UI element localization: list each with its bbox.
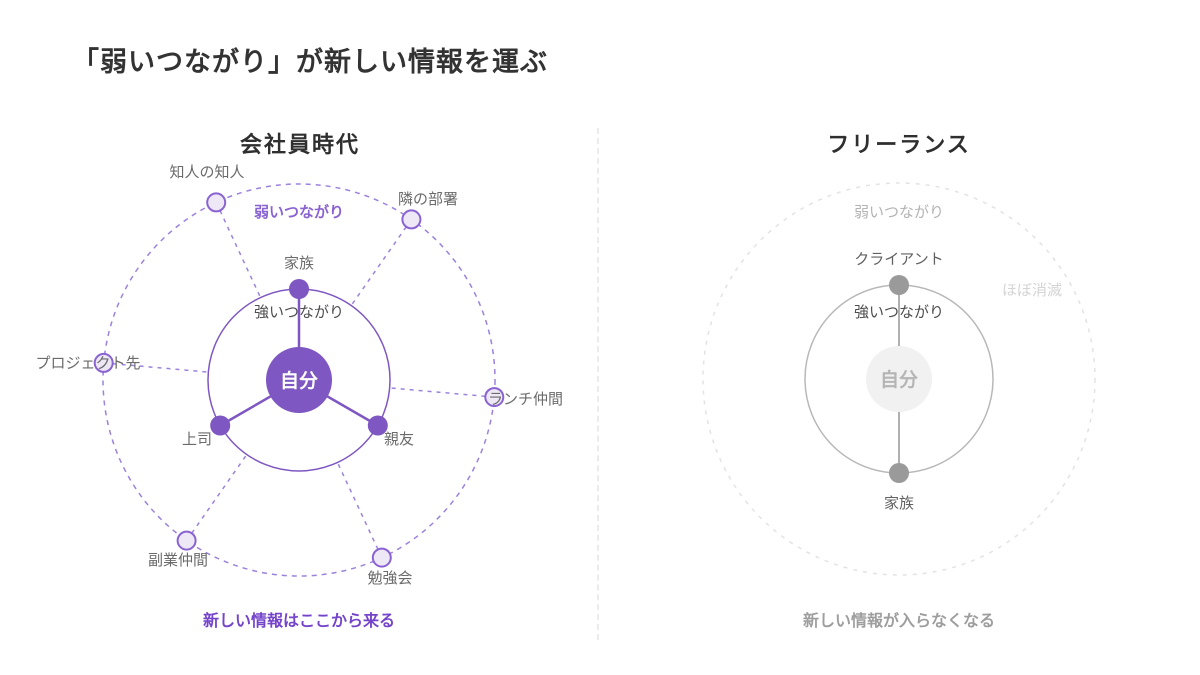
self-label: 自分 (880, 368, 918, 391)
weak-node-study-group (371, 547, 392, 568)
node-labels: 知人の知人 隣の部署 プロジェクト先 ランチ仲間 副業仲間 勉強会 家族 上司 … (35, 164, 563, 587)
employee-era-diagram: 会社員時代 自分 (35, 132, 563, 630)
panel-divider (597, 128, 599, 640)
strong-node-family (889, 463, 909, 483)
weak-node-acquaintance (206, 192, 227, 213)
label-best-friend: 親友 (384, 431, 414, 448)
self-label: 自分 (280, 369, 318, 392)
slide-title: 「弱いつながり」が新しい情報を運ぶ (72, 47, 548, 77)
label-acquaintance: 知人の知人 (169, 164, 244, 181)
self-node (866, 346, 932, 412)
label-family: 家族 (284, 255, 314, 272)
label-client: クライアント (854, 251, 943, 268)
label-next-department: 隣の部署 (398, 191, 458, 208)
right-caption: 新しい情報が入らなくなる (803, 611, 995, 630)
connector-study-group (336, 462, 383, 558)
left-panel-header: 会社員時代 (240, 132, 360, 157)
label-side-job: 副業仲間 (148, 552, 208, 569)
weak-node-project-client (93, 352, 114, 373)
weak-ring-label-right: 弱いつながり (854, 204, 944, 221)
label-family: 家族 (884, 495, 914, 512)
strong-ring-label-right: 強いつながり (854, 304, 944, 321)
connector-side-job (185, 454, 248, 542)
weak-nodes (93, 192, 505, 568)
strong-node-best-friend (367, 415, 388, 436)
right-panel-header: フリーランス (827, 132, 971, 157)
connector-next-department (350, 218, 413, 306)
strong-node-boss (210, 415, 231, 436)
label-project-client: プロジェクト先 (35, 355, 140, 372)
connector-lunch-mates (389, 387, 495, 398)
freelance-diagram: フリーランス 自分 クライアント 家族 弱いつながり 強いつながり ほぼ消滅 新… (702, 132, 1096, 630)
strong-nodes (889, 275, 909, 483)
left-caption: 新しい情報はここから来る (203, 611, 395, 630)
label-study-group: 勉強会 (367, 570, 412, 587)
weak-node-lunch-mates (484, 387, 505, 408)
label-lunch-mates: ランチ仲間 (488, 391, 563, 408)
weak-ring-label-left: 弱いつながり (254, 203, 344, 221)
strong-ring-label-left: 強いつながり (254, 304, 344, 321)
self-node (266, 347, 332, 413)
strong-nodes (210, 279, 388, 436)
node-labels: クライアント 家族 (854, 251, 943, 512)
label-boss: 上司 (182, 431, 212, 448)
status-label-vanished: ほぼ消滅 (1002, 282, 1062, 299)
weak-node-side-job (176, 530, 197, 551)
weak-ties-ring-faded (702, 182, 1096, 576)
weak-node-next-department (401, 209, 422, 230)
weak-ties-ring (102, 183, 496, 577)
strong-node-client (889, 275, 909, 295)
strong-node-family (289, 279, 309, 299)
